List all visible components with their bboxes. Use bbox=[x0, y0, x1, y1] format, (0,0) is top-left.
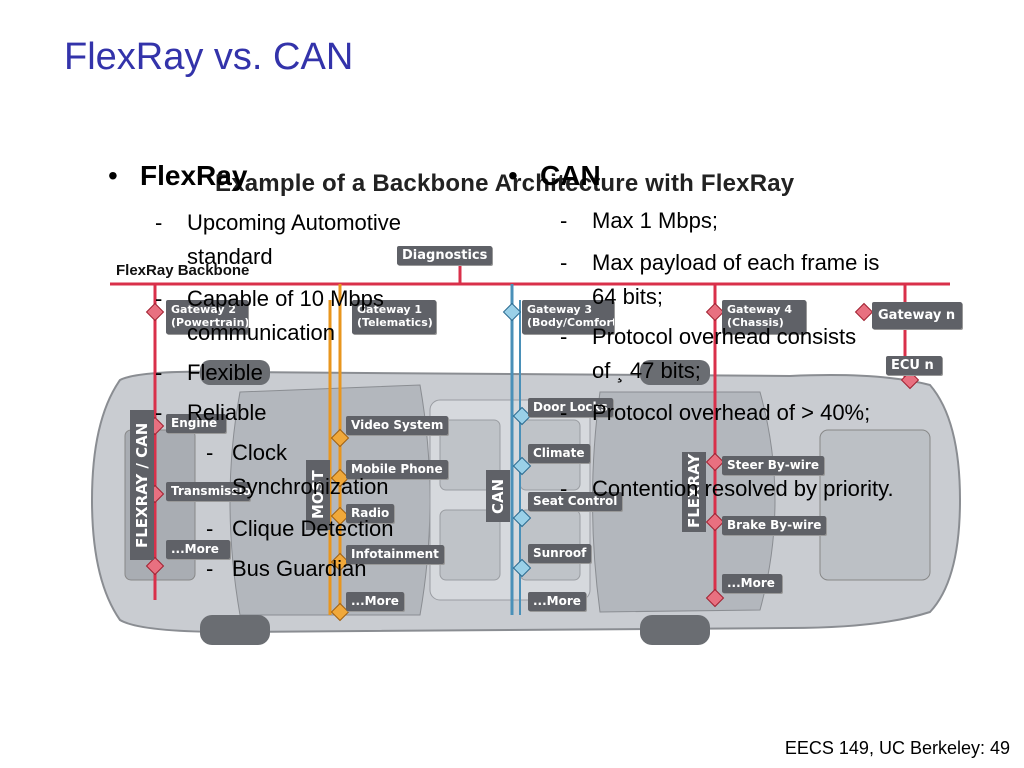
flexray-heading: •FlexRay bbox=[108, 160, 248, 191]
sub-list-item: -Bus Guardian bbox=[206, 556, 367, 581]
sub-list-item: -Clique Detection bbox=[206, 516, 394, 541]
list-item: -Upcoming Automotive standard bbox=[155, 210, 401, 269]
list-item: -Max 1 Mbps; bbox=[560, 208, 718, 233]
sunroof-box: Sunroof bbox=[528, 544, 592, 563]
sub-list-item: -Clock Synchronization bbox=[206, 440, 389, 499]
list-item: -Protocol overhead consists of ¸ 47 bits… bbox=[560, 324, 857, 383]
diagnostics-box: Diagnostics bbox=[397, 246, 493, 265]
more-right-box: ...More bbox=[722, 574, 782, 593]
gateway-n-box: Gateway n bbox=[872, 302, 962, 329]
can-heading: •CAN bbox=[508, 160, 601, 191]
mobile-phone-box: Mobile Phone bbox=[346, 460, 448, 479]
steer-by-wire-box: Steer By-wire bbox=[722, 456, 824, 475]
node-diamonds bbox=[145, 302, 920, 622]
slide-title: FlexRay vs. CAN bbox=[64, 36, 354, 78]
can-bus-label: CAN bbox=[486, 470, 510, 522]
video-system-box: Video System bbox=[346, 416, 449, 435]
gateway-1-box: Gateway 1 (Telematics) bbox=[352, 300, 436, 334]
gateway-2-box: Gateway 2 (Powertrain) bbox=[166, 300, 248, 334]
flexray-can-bus-label: FLEXRAY / CAN bbox=[130, 410, 154, 560]
radio-box: Radio bbox=[346, 504, 395, 523]
gateway-4-box: Gateway 4 (Chassis) bbox=[722, 300, 806, 334]
list-item: -Contention resolved by priority. bbox=[560, 476, 894, 501]
more-can-box: ...More bbox=[528, 592, 586, 611]
ecu-n-box: ECU n bbox=[886, 356, 942, 375]
infotainment-box: Infotainment bbox=[346, 545, 444, 564]
list-item: -Protocol overhead of > 40%; bbox=[560, 400, 871, 425]
climate-box: Climate bbox=[528, 444, 590, 463]
list-item: -Reliable bbox=[155, 400, 267, 425]
backbone-label: FlexRay Backbone bbox=[116, 262, 250, 279]
list-item: -Capable of 10 Mbps communication bbox=[155, 286, 384, 345]
bullet-icon: • bbox=[508, 160, 518, 191]
seat-control-box: Seat Control bbox=[528, 492, 623, 511]
engine-box: Engine bbox=[166, 414, 226, 433]
more-most-box: ...More bbox=[346, 592, 404, 611]
bullet-icon: • bbox=[108, 160, 118, 191]
transmission-box: Transmission bbox=[166, 482, 250, 501]
door-locks-box: Door Locks bbox=[528, 398, 613, 417]
list-item: -Max payload of each frame is 64 bits; bbox=[560, 250, 880, 309]
diagram-title: Example of a Backbone Architecture with … bbox=[215, 170, 795, 197]
gateway-3-box: Gateway 3 (Body/Comfort) bbox=[522, 300, 614, 334]
more-left-box: ...More bbox=[166, 540, 230, 559]
list-item: -Flexible bbox=[155, 360, 263, 385]
brake-by-wire-box: Brake By-wire bbox=[722, 516, 827, 535]
footer-page-label: EECS 149, UC Berkeley: 49 bbox=[784, 738, 1010, 758]
